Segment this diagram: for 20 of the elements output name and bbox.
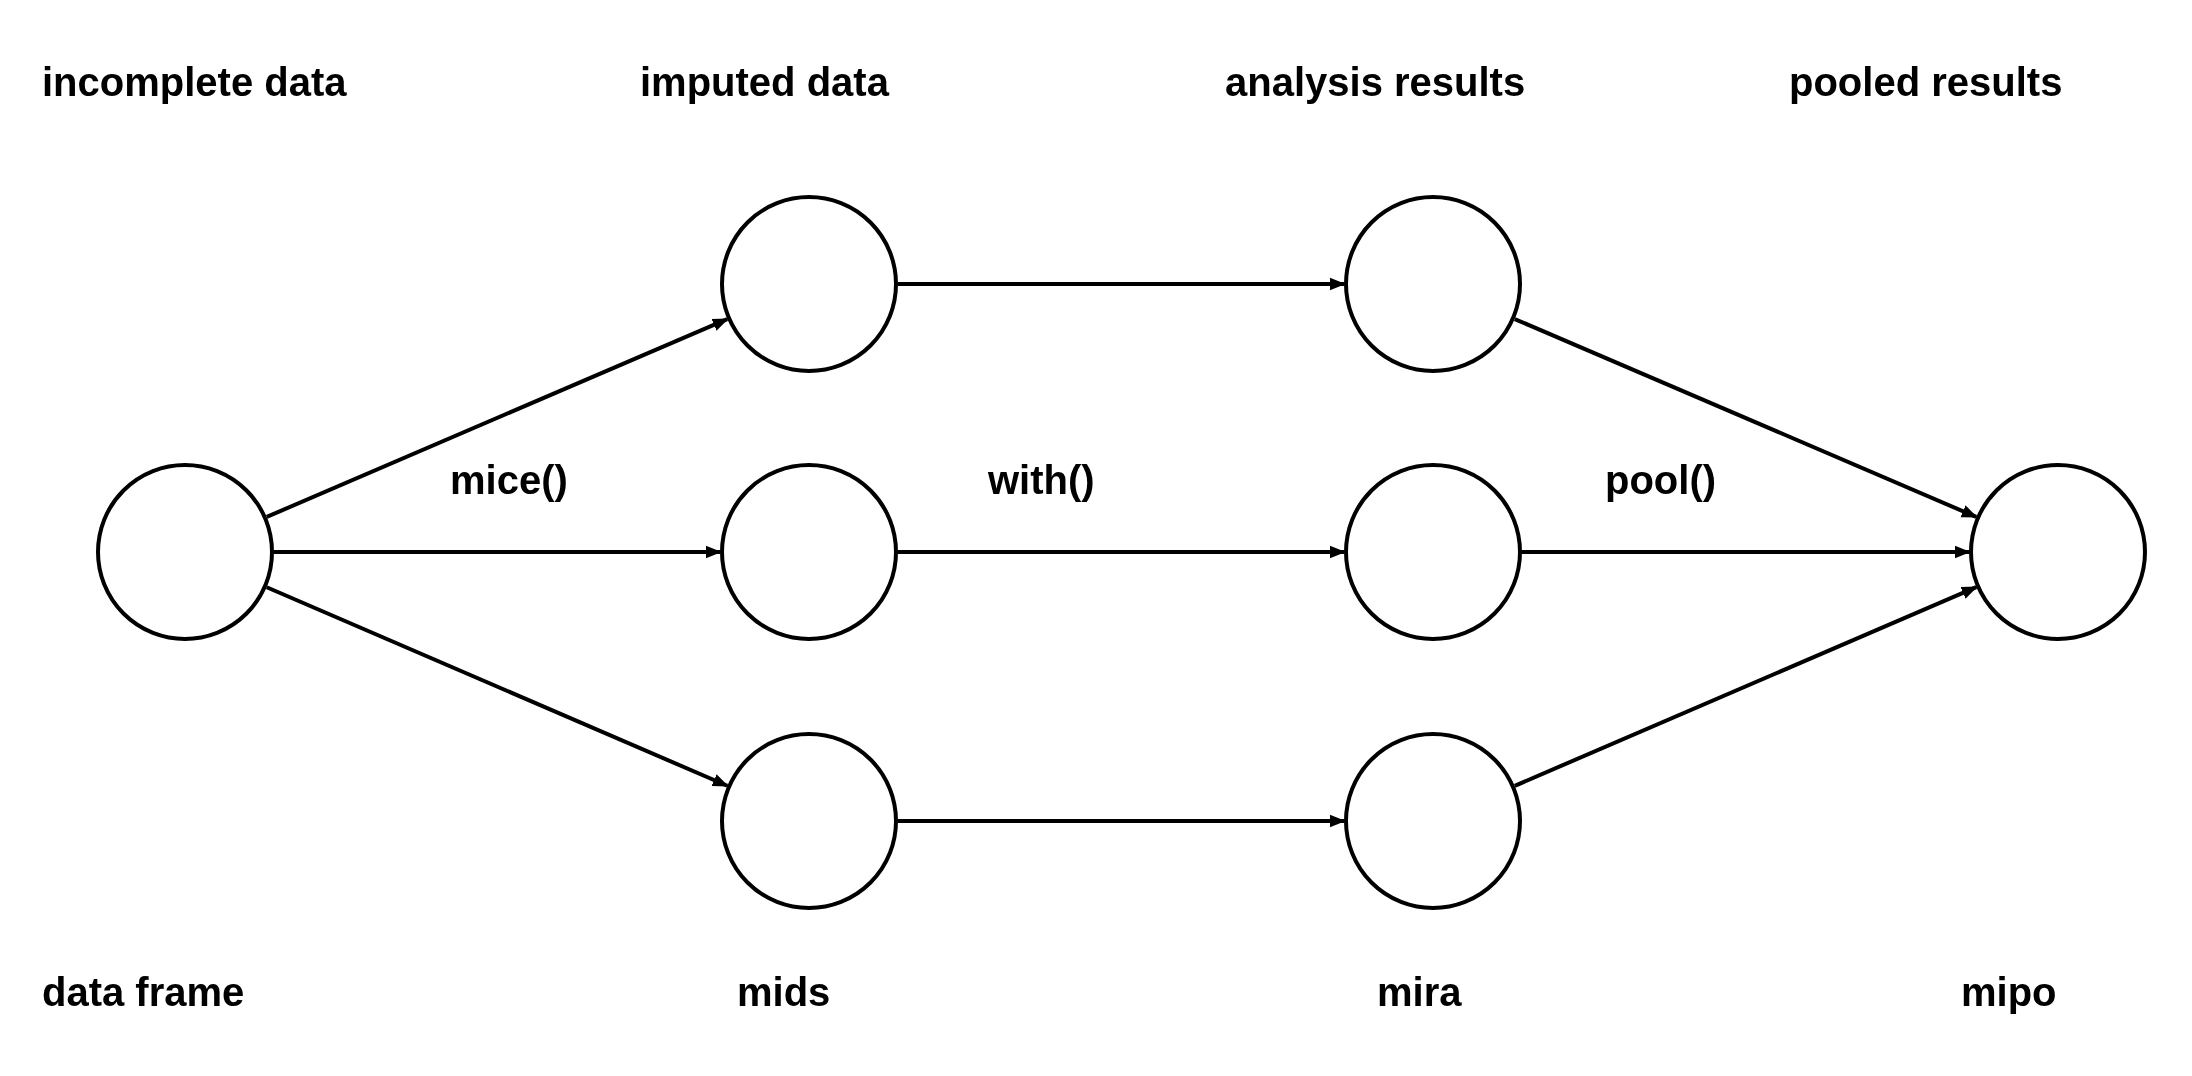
stage-label: pooled results xyxy=(1789,62,2063,102)
function-label: with() xyxy=(988,460,1095,500)
arrow xyxy=(1513,585,1978,788)
arrow xyxy=(898,814,1346,828)
class-label: mira xyxy=(1377,972,1462,1012)
arrow xyxy=(274,545,722,559)
arrow xyxy=(898,545,1346,559)
stage-label: incomplete data xyxy=(42,62,347,102)
class-label: mids xyxy=(737,972,831,1012)
function-label: pool() xyxy=(1605,460,1717,500)
class-label: data frame xyxy=(42,972,245,1012)
stage-label: analysis results xyxy=(1225,62,1526,102)
arrow xyxy=(266,317,729,519)
function-label: mice() xyxy=(450,460,568,500)
stage-label: imputed data xyxy=(640,62,889,102)
arrow xyxy=(265,585,729,788)
class-label: mipo xyxy=(1961,972,2057,1012)
arrow xyxy=(1522,545,1971,559)
arrow xyxy=(1514,317,1978,519)
arrow xyxy=(898,277,1346,291)
